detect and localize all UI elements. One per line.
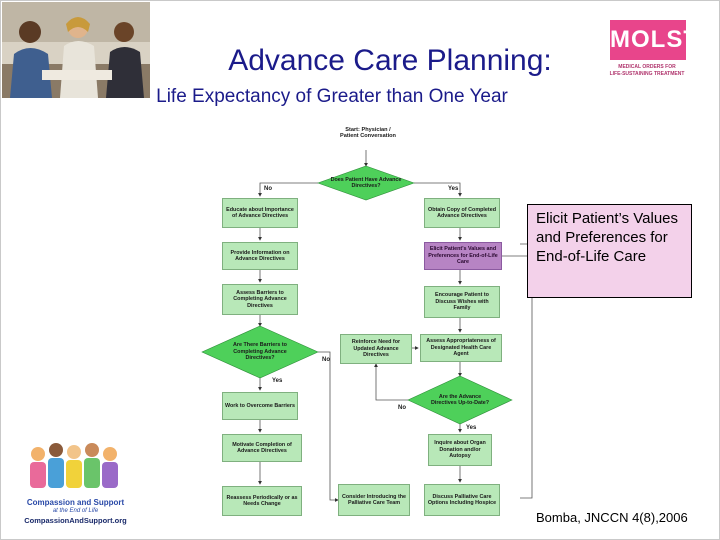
flow-encourage: Encourage Patient to Discuss Wishes with… [424, 286, 500, 318]
label-yes-2: Yes [272, 378, 283, 384]
cs-logo-line1: Compassion and Support [26, 498, 125, 507]
flow-obtain-copy: Obtain Copy of Completed Advance Directi… [424, 198, 500, 228]
flow-q-uptodate: Are the Advance Directives Up-to-Date? [430, 393, 490, 406]
compassion-support-logo: Compassion and Support at the End of Lif… [8, 440, 143, 535]
slide-subtitle: Life Expectancy of Greater than One Year [156, 86, 508, 107]
callout-elicit-values: Elicit Patient’s Values and Preferences … [527, 204, 692, 298]
flow-q-barriers: Are There Barriers to Completing Advance… [233, 342, 287, 362]
label-yes-1: Yes [448, 186, 459, 192]
people-icon [30, 443, 118, 488]
label-no-1: No [264, 186, 272, 192]
flow-assess-agent: Assess Appropriateness of Designated Hea… [420, 334, 502, 362]
molst-subtitle-2: LIFE-SUSTAINING TREATMENT [609, 71, 685, 77]
label-no-2: No [322, 357, 330, 363]
flow-elicit-values: Elicit Patient's Values and Preferences … [424, 242, 502, 270]
flow-discuss-palliative: Discuss Palliative Care Options Includin… [424, 484, 500, 516]
flow-reassess: Reassess Periodically or as Needs Change [222, 486, 302, 516]
flow-reinforce: Reinforce Need for Updated Advance Direc… [340, 334, 412, 364]
flow-provide-info: Provide Information on Advance Directive… [222, 242, 298, 270]
meeting-photo [2, 2, 150, 98]
flow-educate: Educate about Importance of Advance Dire… [222, 198, 298, 228]
flow-q-directives: Does Patient Have Advance Directives? [330, 176, 402, 189]
flow-inquire: Inquire about Organ Donation and/or Auto… [428, 434, 492, 466]
flow-start: Start: Physician / Patient Conversation [336, 118, 400, 148]
slide-title: Advance Care Planning: [228, 44, 552, 77]
flow-work-overcome: Work to Overcome Barriers [222, 392, 298, 420]
molst-logo-text: MOLST [610, 20, 698, 60]
molst-subtitle-1: MEDICAL ORDERS FOR [618, 64, 676, 70]
molst-logo: MOLST MEDICAL ORDERS FOR LIFE-SUSTAINING… [592, 18, 702, 102]
label-no-3: No [398, 405, 406, 411]
flow-assess-barriers: Assess Barriers to Completing Advance Di… [222, 284, 298, 315]
label-yes-3: Yes [466, 425, 477, 431]
citation: Bomba, JNCCN 4(8),2006 [536, 510, 688, 525]
cs-logo-line3: CompassionAndSupport.org [24, 516, 127, 525]
flow-motivate: Motivate Completion of Advance Directive… [222, 434, 302, 462]
cs-logo-line2: at the End of Life [52, 508, 99, 514]
flow-consider-palliative: Consider Introducing the Palliative Care… [338, 484, 410, 516]
